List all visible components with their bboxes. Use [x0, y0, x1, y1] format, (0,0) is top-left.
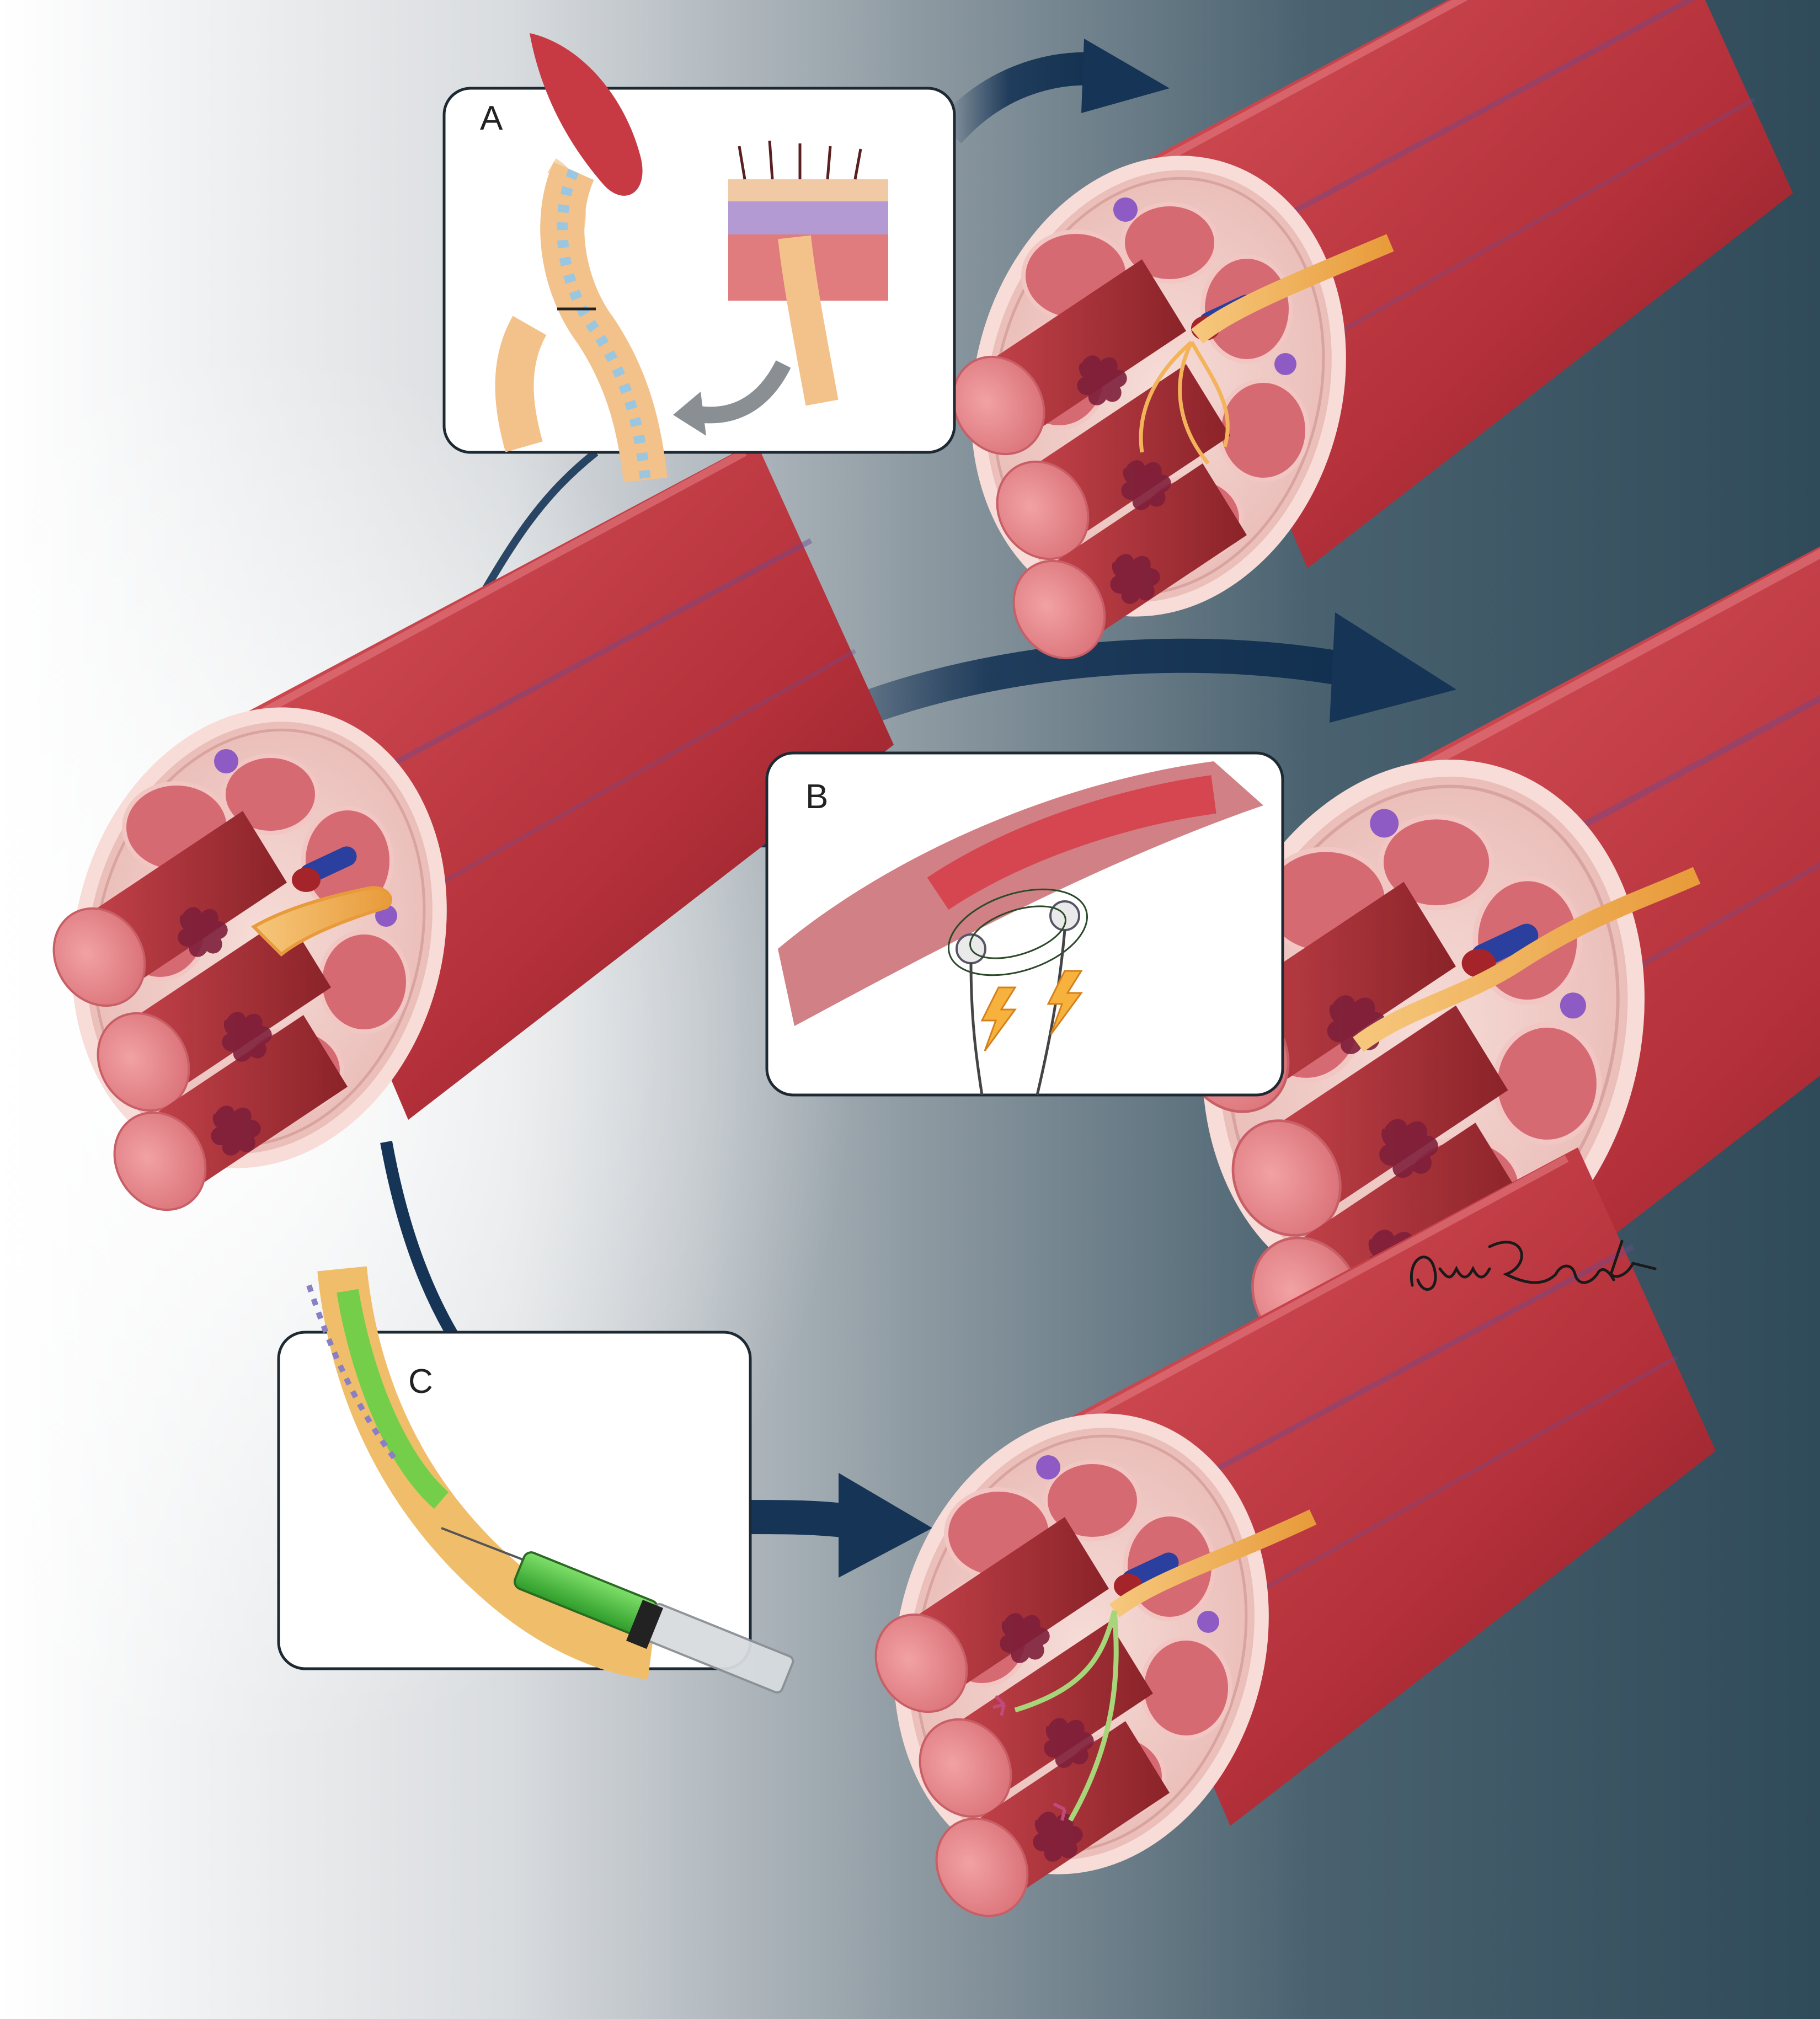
muscle-bundle-graft: [930, 0, 1793, 676]
muscle-bundle-stimulation: [1153, 446, 1820, 1373]
artist-signature: [1410, 1240, 1657, 1291]
syringe-icon: [441, 1527, 794, 1694]
nerve-illustration: [306, 1266, 655, 1680]
injected-nerve: [1109, 1509, 1317, 1618]
nerve-stump: [251, 886, 392, 957]
panel-b-label: B: [805, 778, 828, 816]
muscle-bundle-injured: [30, 441, 894, 1227]
lightning-bolt-icon-2: [1047, 970, 1083, 1035]
panel-c-label: C: [408, 1363, 433, 1401]
regenerating-axons: [1014, 1610, 1119, 1822]
electrical-stimulation-panel: B: [765, 751, 1284, 1097]
skin-cross-section: [728, 140, 888, 406]
injection-panel: C: [277, 1266, 794, 1694]
curved-arrow-icon: [693, 360, 791, 424]
stimulated-nerve: [1353, 867, 1701, 1052]
nerve-graft-panel: A: [442, 33, 956, 483]
nerve-graft-illustration: [495, 162, 668, 483]
lightning-bolt-icon: [980, 986, 1017, 1051]
panel-a-label: A: [480, 99, 503, 137]
electrode-field: [947, 888, 1088, 1096]
graft-nerve: [1191, 234, 1394, 344]
arrow-a-to-graft: [936, 52, 1099, 144]
muscle-bundle-injection: [852, 1147, 1716, 1933]
